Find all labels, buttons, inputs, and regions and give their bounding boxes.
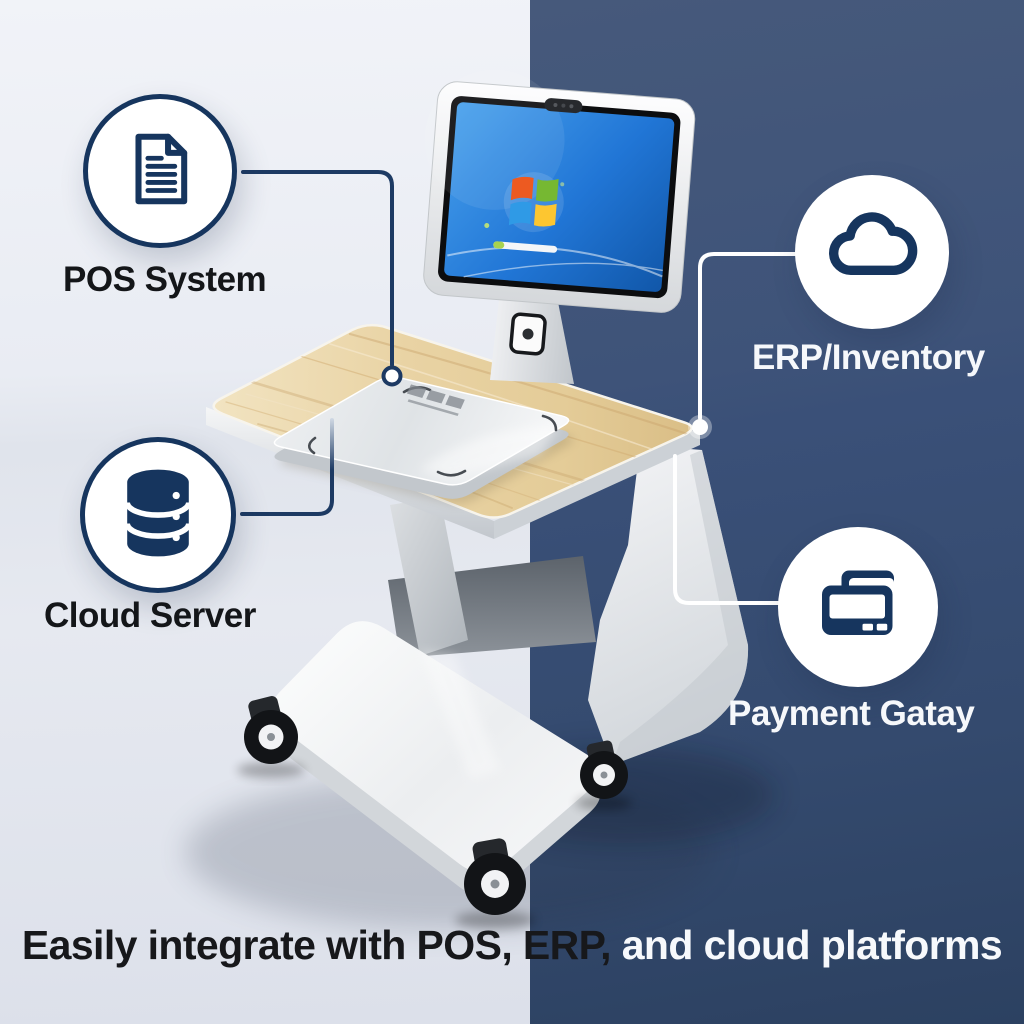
cloud-server-badge [80,437,236,593]
base-shelf-top [271,621,601,873]
pos-connector-ring [381,365,403,387]
erp-inventory-label: ERP/Inventory [752,338,985,377]
pos-connector-line [241,170,394,367]
caption: Easily integrate with POS, ERP, and clou… [0,922,1024,969]
windows-logo [484,176,565,228]
cart-body [271,445,749,896]
cloud-server-label: Cloud Server [44,596,256,635]
caster-front [464,838,526,915]
erp-connector-dot [692,419,708,435]
scanner-window [509,312,547,356]
cloud-icon [822,200,922,305]
pos-system-badge [83,94,237,248]
casters [237,696,632,929]
caster-right [580,740,628,799]
monitor [423,69,696,313]
payment-badge [778,527,938,687]
cart-back-panel-edge [612,450,749,765]
connector-lines [240,170,802,605]
boot-progress-bar [493,241,558,253]
pos-system-label: POS System [63,260,267,299]
base-shelf-sheen [420,650,500,780]
scanner-pole [490,292,574,384]
caption-light-part: and cloud platforms [621,922,1003,968]
cloud-connector-line [240,418,334,516]
document-icon [117,126,203,217]
tray-highlight [420,425,560,478]
payment-terminal-icon [810,557,906,658]
desk [206,323,700,539]
desk-edge-right [494,427,700,539]
camera-module [544,98,583,114]
cart-front-leg [390,497,468,656]
database-icon [109,464,207,567]
payment-label: Payment Gatay [728,694,975,733]
payment-connector-line [673,454,802,605]
engraved-logo [406,384,465,416]
erp-connector-line [698,252,799,420]
erp-inventory-badge [795,175,949,329]
caption-dark-part: Easily integrate with POS, ERP, [21,922,612,968]
caster-left [244,696,298,764]
